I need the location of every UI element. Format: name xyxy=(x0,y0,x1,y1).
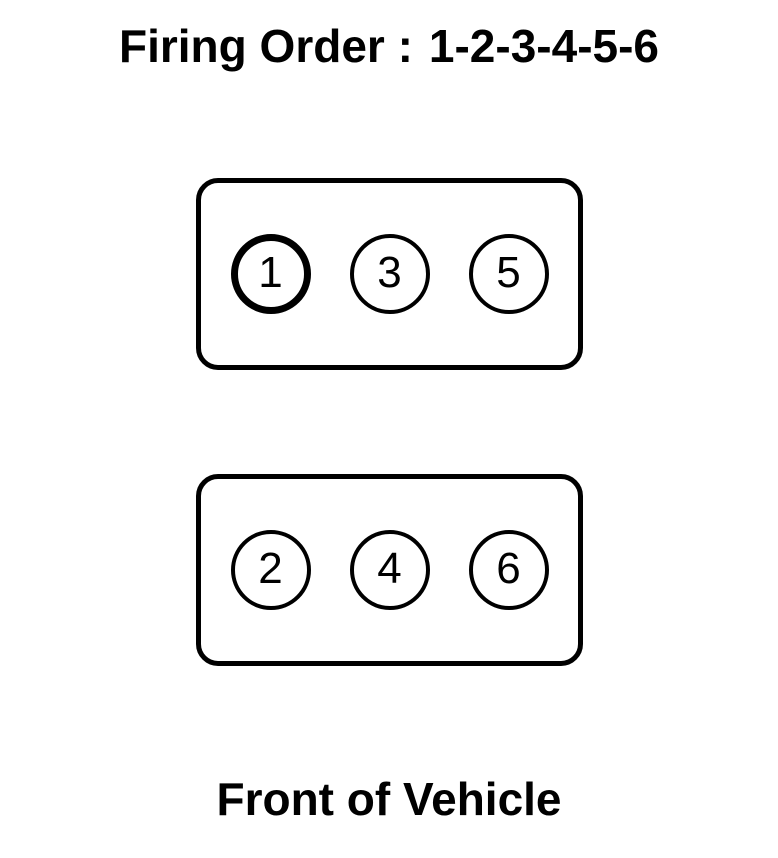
cylinder-4: 4 xyxy=(349,530,430,610)
cylinder-1: 1 xyxy=(230,234,311,314)
front-of-vehicle-label: Front of Vehicle xyxy=(216,773,562,825)
cylinder-5-number: 5 xyxy=(496,248,521,297)
cylinder-bank-top: 1 3 5 xyxy=(196,178,583,370)
cylinder-2-number: 2 xyxy=(258,544,283,593)
firing-order-label: Firing Order : xyxy=(119,20,413,72)
cylinder-1-number: 1 xyxy=(258,248,283,297)
cylinder-3: 3 xyxy=(349,234,430,314)
page-title: Firing Order : 1-2-3-4-5-6 xyxy=(0,20,778,73)
cylinder-3-number: 3 xyxy=(377,248,402,297)
cylinder-6-number: 6 xyxy=(496,544,521,593)
cylinder-2: 2 xyxy=(230,530,311,610)
cylinder-4-number: 4 xyxy=(377,544,402,593)
firing-order-sequence: 1-2-3-4-5-6 xyxy=(428,20,659,72)
cylinder-bank-bottom: 2 4 6 xyxy=(196,474,583,666)
cylinder-5: 5 xyxy=(468,234,549,314)
cylinder-6: 6 xyxy=(468,530,549,610)
